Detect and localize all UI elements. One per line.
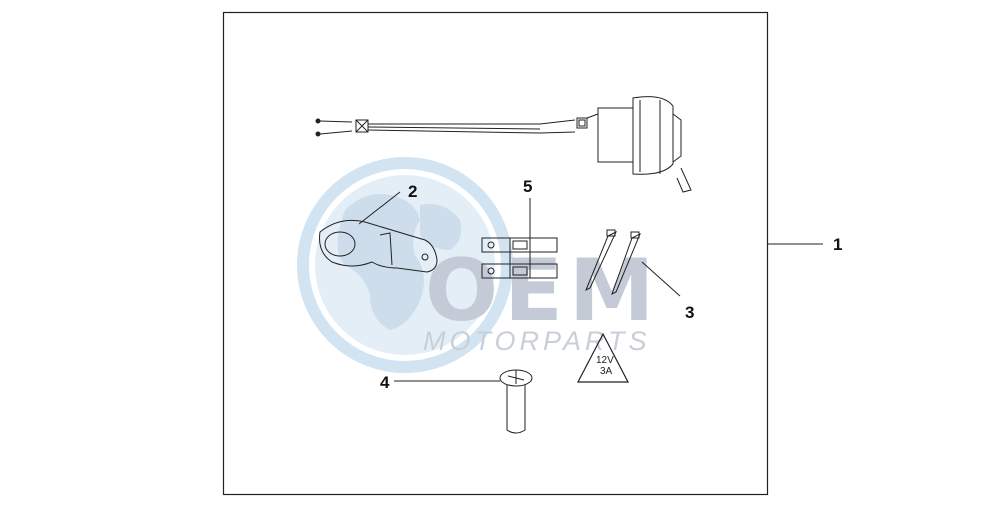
callout-3: 3 xyxy=(685,303,694,322)
warning-label-amperage: 3A xyxy=(600,366,613,377)
callout-4: 4 xyxy=(380,373,390,392)
warning-label-voltage: 12V xyxy=(596,355,614,366)
fuse-terminals xyxy=(481,198,558,279)
mounting-bracket xyxy=(319,191,438,273)
watermark-tagline: MOTORPARTS xyxy=(423,326,651,356)
callout-5: 5 xyxy=(523,177,532,196)
callout-1: 1 xyxy=(833,235,842,254)
cable-ties xyxy=(585,229,681,297)
bolt xyxy=(394,369,533,434)
watermark-globe-icon xyxy=(297,157,513,373)
warning-label: 12V 3A xyxy=(577,332,629,383)
callout-2: 2 xyxy=(408,182,417,201)
wire-harness-switch xyxy=(315,96,692,193)
diagram-frame xyxy=(222,11,769,496)
